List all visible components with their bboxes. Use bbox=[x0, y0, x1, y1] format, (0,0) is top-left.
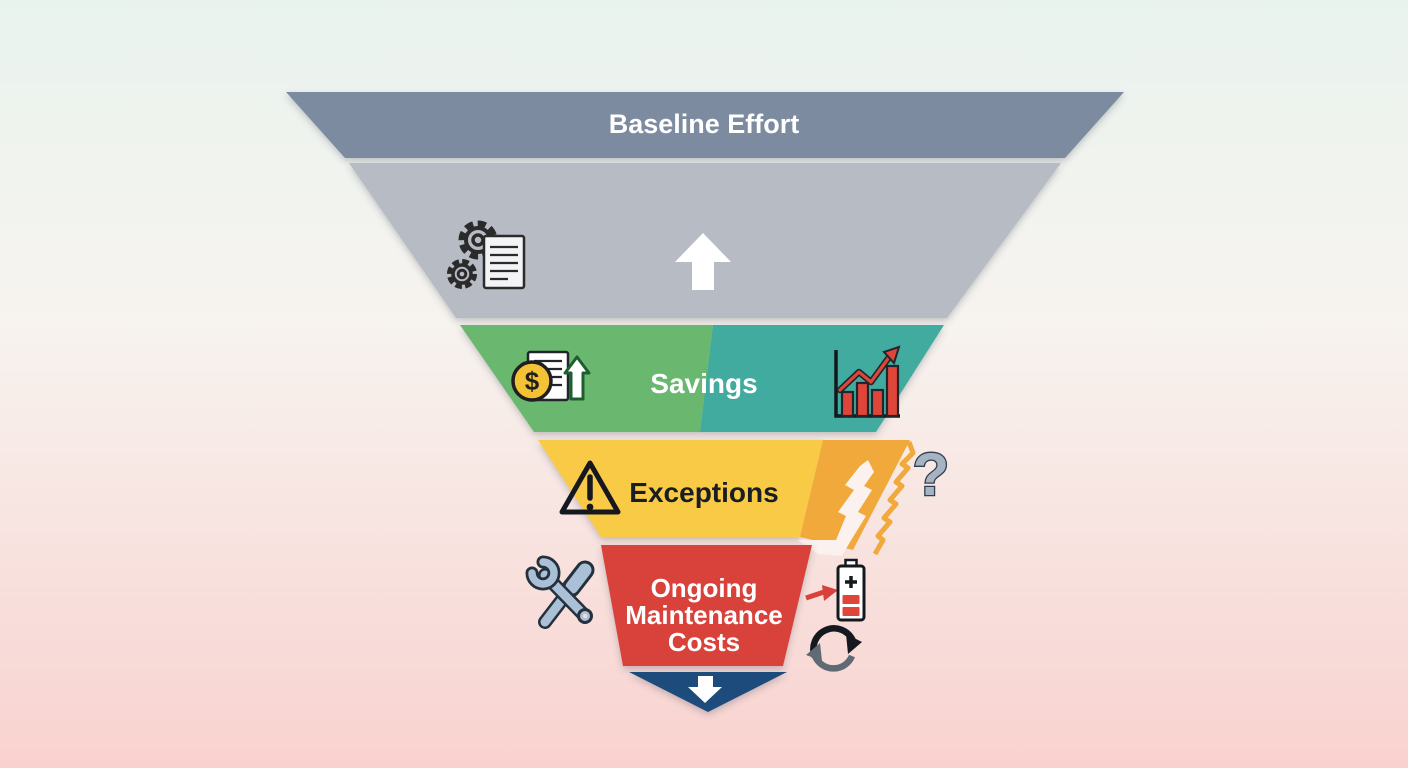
layer-baseline-effort bbox=[286, 92, 1124, 158]
growth-chart-icon bbox=[834, 345, 901, 418]
question-mark: ? bbox=[913, 441, 950, 508]
layer-label-maintenance-line3: Costs bbox=[668, 627, 740, 657]
refresh-arrows-icon bbox=[806, 625, 862, 672]
torn-edge bbox=[798, 440, 916, 556]
layer-label-exceptions: Exceptions bbox=[629, 477, 778, 508]
wrench-screwdriver-icon bbox=[525, 555, 595, 629]
warning-triangle-icon bbox=[559, 460, 621, 515]
up-arrow-icon bbox=[675, 233, 731, 290]
down-arrow-icon bbox=[688, 676, 722, 703]
layer-label-maintenance-line1: Ongoing bbox=[651, 573, 758, 603]
battery-low-icon bbox=[836, 558, 866, 622]
dollar-document-icon: $ bbox=[511, 350, 591, 402]
layer-label-savings: Savings bbox=[650, 368, 757, 399]
layer-maintenance bbox=[601, 545, 812, 666]
layer-label-maintenance-line2: Maintenance bbox=[625, 600, 783, 630]
layer-label-baseline-effort: Baseline Effort bbox=[609, 109, 800, 139]
gears-document-icon bbox=[447, 220, 526, 290]
dollar-sign: $ bbox=[525, 366, 540, 396]
red-arrow-icon bbox=[805, 585, 838, 601]
